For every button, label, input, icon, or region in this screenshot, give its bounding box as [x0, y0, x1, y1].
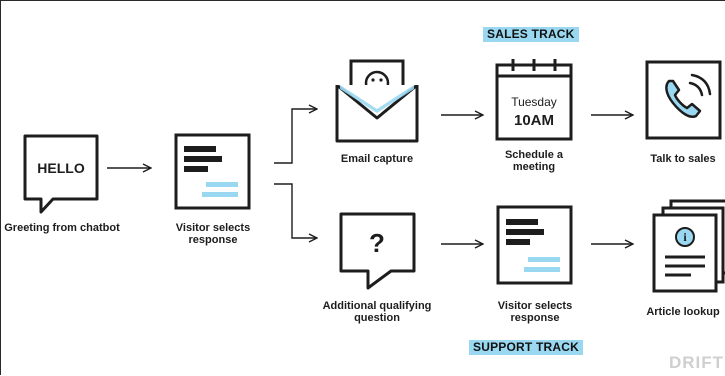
article-stack-icon: i: [652, 199, 725, 293]
question-mark: ?: [369, 228, 385, 258]
calendar-icon: Tuesday 10AM: [495, 59, 573, 141]
calendar-time: 10AM: [514, 112, 554, 129]
greeting-label: Greeting from chatbot: [4, 222, 120, 234]
visitor-selects-2-label: Visitor selects response: [497, 300, 573, 324]
visitor-selects-label: Visitor selects response: [175, 222, 251, 246]
talk-to-sales-label: Talk to sales: [650, 153, 716, 165]
email-capture-label: Email capture: [340, 153, 414, 165]
envelope-smiley-icon: [335, 59, 419, 143]
chat-response-icon: [496, 205, 573, 285]
sales-track-label: SALES TRACK: [483, 27, 579, 42]
hello-text: HELLO: [37, 160, 85, 176]
info-glyph: i: [683, 230, 687, 244]
chat-response-icon: [174, 133, 251, 210]
drift-watermark: DRIFT: [669, 353, 725, 372]
schedule-label: Schedule a meeting: [504, 149, 564, 173]
support-track-label: SUPPORT TRACK: [469, 340, 583, 355]
calendar-day: Tuesday: [511, 95, 557, 109]
article-lookup-label: Article lookup: [646, 306, 720, 318]
speech-bubble-icon: HELLO: [23, 134, 99, 214]
additional-question-label: Additional qualifying question: [322, 300, 432, 324]
branch-connector-top: [274, 109, 317, 164]
branch-connector-bottom: [274, 183, 317, 238]
question-bubble-icon: ?: [339, 212, 416, 290]
phone-icon: [645, 60, 722, 140]
